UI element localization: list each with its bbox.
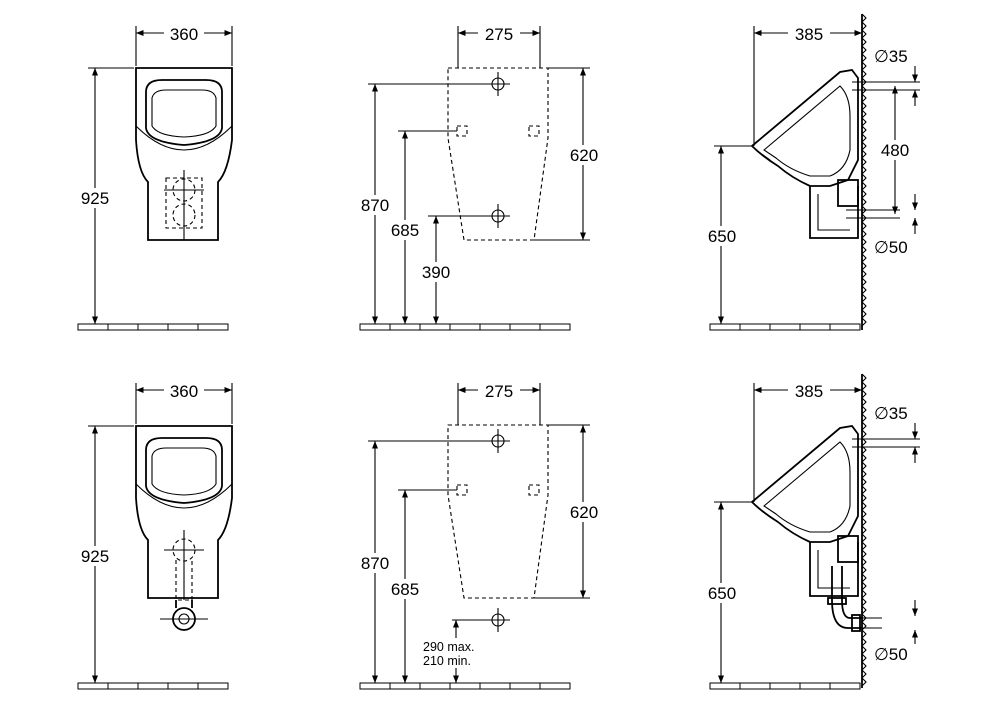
p-trap-icon bbox=[827, 566, 862, 632]
dim-inlet-height-label: 870 bbox=[361, 196, 389, 215]
dim-waste-min-label: 210 min. bbox=[423, 654, 471, 668]
dim-rim-height-label: 650 bbox=[708, 227, 736, 246]
floor-line bbox=[359, 323, 571, 331]
dim-inlet-diameter: ∅35 bbox=[874, 404, 919, 463]
dim-rim-height-label: 650 bbox=[708, 584, 736, 603]
front-view-bottom: 360 925 bbox=[74, 380, 233, 690]
dim-inlet-diameter: ∅35 bbox=[874, 47, 919, 106]
dim-waste-range: 290 max. 210 min. bbox=[420, 619, 492, 683]
dim-inlet-outlet-label: 480 bbox=[881, 141, 909, 160]
floor-line bbox=[77, 682, 229, 690]
floor-line bbox=[709, 682, 861, 690]
dim-inlet-diameter-label: ∅35 bbox=[874, 404, 908, 423]
dim-fixing-height-label: 685 bbox=[391, 580, 419, 599]
dim-width-label: 360 bbox=[170, 25, 198, 44]
dim-waste-height: 390 bbox=[417, 215, 492, 324]
dim-projection: 385 bbox=[753, 23, 862, 146]
rear-view-top: 275 870 685 390 620 bbox=[356, 23, 604, 331]
dim-inlet-height: 870 bbox=[356, 440, 494, 683]
dim-projection-label: 385 bbox=[795, 25, 823, 44]
floor-line bbox=[77, 323, 229, 331]
dim-inlet-height: 870 bbox=[356, 83, 494, 324]
dim-fixing-spacing-label: 275 bbox=[485, 25, 513, 44]
side-view-bottom: 385 ∅35 ∅50 650 bbox=[702, 373, 920, 690]
dim-fixing-height: 685 bbox=[386, 489, 457, 683]
dim-fixing-spacing-label: 275 bbox=[485, 382, 513, 401]
floor-line bbox=[709, 323, 861, 331]
dim-fixing-height: 685 bbox=[386, 130, 457, 324]
dim-outlet-diameter: ∅50 bbox=[874, 194, 919, 257]
dim-inlet-height-label: 870 bbox=[361, 554, 389, 573]
p-trap-icon bbox=[160, 600, 208, 631]
dim-rim-height: 650 bbox=[702, 145, 752, 324]
dim-inlet-outlet: 480 bbox=[874, 86, 916, 214]
dim-fixing-spacing: 275 bbox=[457, 23, 541, 68]
dim-body-height: 620 bbox=[534, 424, 604, 599]
dim-width: 360 bbox=[135, 380, 233, 424]
dim-body-height-label: 620 bbox=[570, 503, 598, 522]
rear-view-bottom: 275 870 685 290 max. 210 min. 62 bbox=[356, 380, 604, 690]
dim-width: 360 bbox=[135, 23, 233, 66]
dim-height-label: 925 bbox=[81, 547, 109, 566]
dim-inlet-diameter-label: ∅35 bbox=[874, 47, 908, 66]
dim-rim-height: 650 bbox=[702, 501, 752, 683]
dim-width-label: 360 bbox=[170, 382, 198, 401]
dim-outlet-diameter-label: ∅50 bbox=[874, 238, 908, 257]
dim-projection-label: 385 bbox=[795, 382, 823, 401]
dim-projection: 385 bbox=[753, 380, 862, 502]
dim-outlet-diameter-label: ∅50 bbox=[874, 645, 908, 664]
waste-outlet-hidden bbox=[164, 170, 204, 240]
floor-line bbox=[359, 682, 571, 690]
dim-height: 925 bbox=[74, 67, 134, 324]
dim-fixing-spacing: 275 bbox=[457, 380, 541, 425]
front-view-top: 360 925 bbox=[74, 23, 233, 331]
dim-body-height-label: 620 bbox=[570, 146, 598, 165]
side-view-top: 385 ∅35 480 ∅50 650 bbox=[702, 13, 920, 331]
dim-height: 925 bbox=[74, 425, 134, 683]
dim-height-label: 925 bbox=[81, 189, 109, 208]
dim-waste-max-label: 290 max. bbox=[423, 640, 474, 654]
dim-outlet-diameter: ∅50 bbox=[874, 600, 919, 664]
dim-waste-height-label: 390 bbox=[422, 263, 450, 282]
dim-fixing-height-label: 685 bbox=[391, 221, 419, 240]
dim-body-height: 620 bbox=[534, 67, 604, 241]
